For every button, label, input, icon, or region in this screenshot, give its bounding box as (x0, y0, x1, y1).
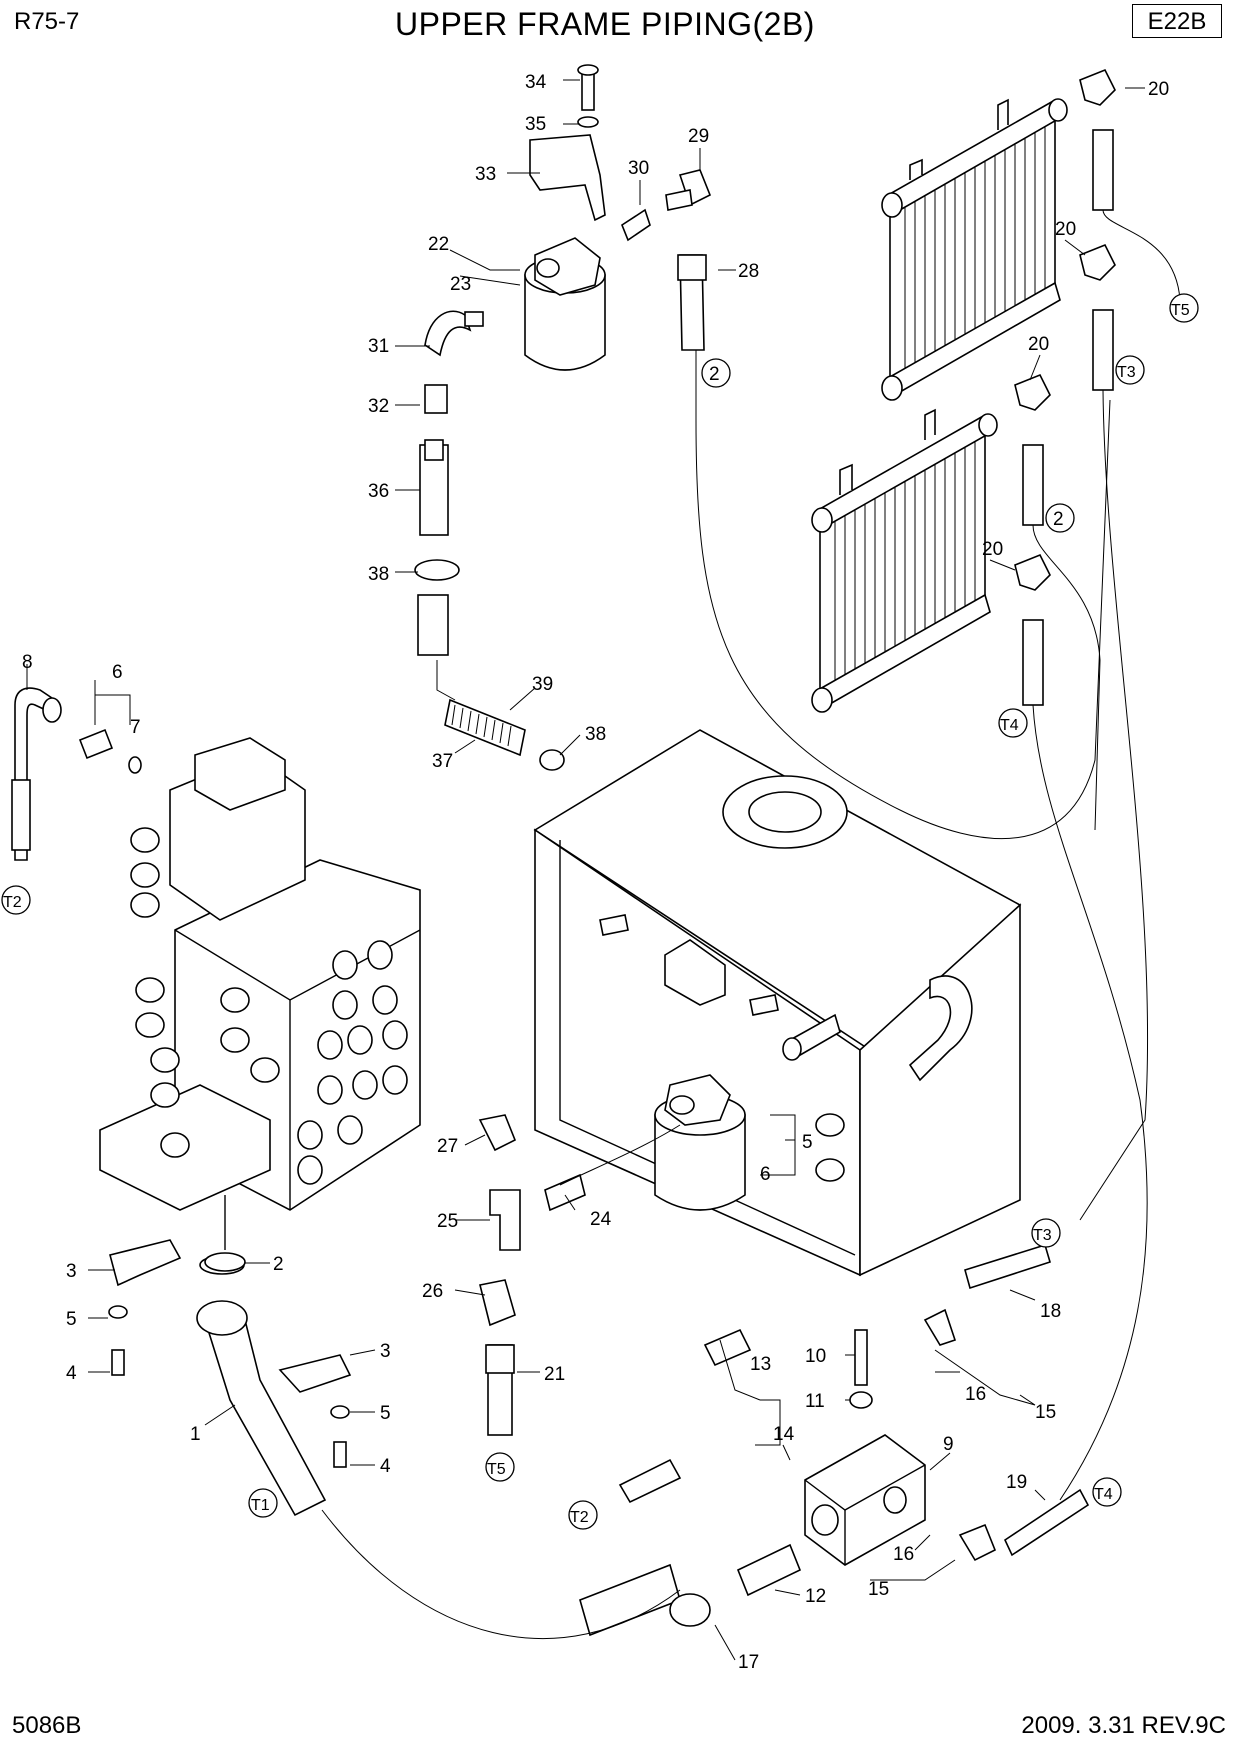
oil-cooler-upper (881, 98, 1068, 401)
main-control-valve (99, 737, 421, 1211)
marker-T4-top: T4 (1000, 717, 1019, 734)
callout-9: 9 (943, 1434, 954, 1455)
callout-19: 19 (1006, 1472, 1027, 1493)
callout-10: 10 (805, 1346, 826, 1367)
revision-date: 2009. 3.31 REV.9C (1021, 1712, 1226, 1739)
callout-38-lower: 38 (585, 724, 606, 745)
callout-labels: 34 35 33 30 29 28 22 23 31 32 36 38 39 3… (22, 72, 1169, 1673)
callout-13: 13 (750, 1354, 771, 1375)
callout-35: 35 (525, 114, 546, 135)
callout-23: 23 (450, 274, 471, 295)
marker-T3-top: T3 (1117, 364, 1136, 381)
callout-17: 17 (738, 1652, 759, 1673)
fittings-column (478, 1114, 586, 1436)
callout-15-lower: 15 (868, 1579, 889, 1600)
callout-27: 27 (437, 1136, 458, 1157)
callout-20-fourth: 20 (982, 539, 1003, 560)
pilot-hose-parts (11, 687, 142, 861)
callout-21: 21 (544, 1364, 565, 1385)
callout-32: 32 (368, 396, 389, 417)
callout-20-second: 20 (1055, 219, 1076, 240)
suction-pipe-1 (108, 1239, 681, 1637)
marker-T5-bottom: T5 (487, 1461, 506, 1478)
page-title: UPPER FRAME PIPING(2B) (395, 6, 815, 42)
model-number: R75-7 (14, 8, 80, 35)
callout-33: 33 (475, 164, 496, 185)
callout-5-right: 5 (380, 1403, 391, 1424)
callout-7: 7 (130, 717, 141, 738)
marker-T3-bottom: T3 (1033, 1227, 1052, 1244)
marker-2-upper: 2 (709, 364, 720, 385)
connection-markers: 2 2 T5 T3 T4 T2 T5 T1 T3 T2 T4 (1, 293, 1199, 1530)
marker-T1: T1 (251, 1497, 270, 1514)
marker-T4-bottom: T4 (1094, 1486, 1113, 1503)
callout-34: 34 (525, 72, 547, 93)
callout-16-upper: 16 (965, 1384, 986, 1405)
callout-20-top: 20 (1148, 79, 1169, 100)
callout-8: 8 (22, 652, 33, 673)
callout-37: 37 (432, 751, 453, 772)
callout-25: 25 (437, 1211, 458, 1232)
callout-11: 11 (805, 1391, 825, 1412)
leader-lines (26, 79, 1145, 1661)
hydraulic-tank (533, 729, 1022, 1277)
callout-38-upper: 38 (368, 564, 389, 585)
callout-5-left: 5 (66, 1309, 77, 1330)
callout-22: 22 (428, 234, 449, 255)
callout-6-tank: 6 (760, 1164, 771, 1185)
callout-2: 2 (273, 1254, 284, 1275)
callout-16-lower: 16 (893, 1544, 914, 1565)
callout-18: 18 (1040, 1301, 1061, 1322)
o-ring-2 (204, 1252, 246, 1272)
callout-36: 36 (368, 481, 389, 502)
callout-1: 1 (190, 1424, 201, 1445)
drawing-number: 5086B (12, 1712, 82, 1739)
page-code-box: E22B (1132, 4, 1222, 38)
marker-T2-bottom: T2 (570, 1509, 589, 1526)
check-valve-block (618, 1243, 1090, 1627)
callout-15-upper: 15 (1035, 1402, 1056, 1423)
callout-28: 28 (738, 261, 759, 282)
callout-12: 12 (805, 1586, 826, 1607)
callout-4-right: 4 (380, 1456, 391, 1477)
callout-20-third: 20 (1028, 334, 1049, 355)
callout-24: 24 (590, 1209, 612, 1230)
callout-14: 14 (773, 1424, 795, 1445)
callout-4-left: 4 (66, 1363, 77, 1384)
callout-3-right: 3 (380, 1341, 391, 1362)
return-filter (654, 1013, 841, 1211)
callout-31: 31 (368, 336, 389, 357)
marker-T5-top: T5 (1171, 302, 1190, 319)
routing-lines (321, 209, 1181, 1640)
marker-2-lower: 2 (1053, 509, 1064, 530)
callout-29: 29 (688, 126, 709, 147)
callout-39: 39 (532, 674, 553, 695)
line-filter-assembly (424, 64, 712, 371)
callout-30: 30 (628, 158, 649, 179)
callout-3-left: 3 (66, 1261, 77, 1282)
oil-cooler-lower (811, 408, 998, 713)
suction-hose-parts (414, 384, 565, 771)
callout-26: 26 (422, 1281, 443, 1302)
callout-6-upper: 6 (112, 662, 123, 683)
marker-T2-left: T2 (3, 894, 22, 911)
callout-5-tank: 5 (802, 1132, 813, 1153)
